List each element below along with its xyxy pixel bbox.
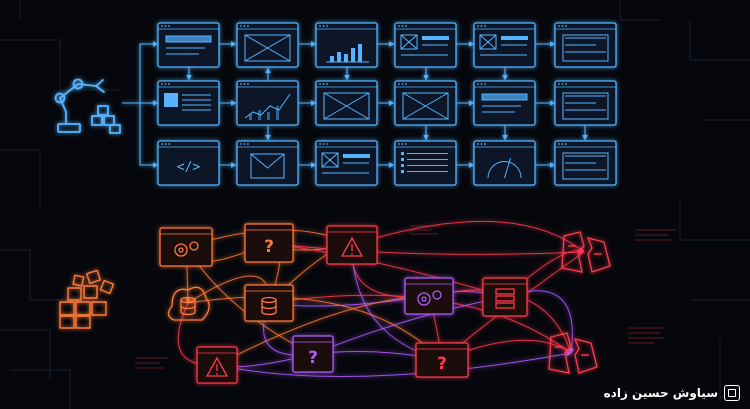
- top-node-table-window: [394, 140, 457, 186]
- connector: [268, 242, 585, 255]
- top-node-image-form-window: [315, 140, 378, 186]
- top-flow-connectors: [122, 41, 588, 168]
- database-window-icon: [244, 284, 294, 322]
- connector: [312, 295, 506, 355]
- top-node-form-window: [473, 80, 536, 126]
- list-window-icon: [562, 152, 609, 180]
- top-nodes: </>: [157, 22, 617, 186]
- database-cloud-icon: [167, 286, 210, 321]
- connector: [351, 220, 585, 253]
- line-chart-window-icon: [244, 93, 291, 120]
- image-form-window-icon: [479, 34, 528, 56]
- bottom-nodes: ???: [159, 223, 611, 384]
- bottom-node-warning-window: [196, 346, 238, 384]
- top-node-mail-window: [236, 140, 299, 186]
- top-node-bar-chart-window: [315, 22, 378, 68]
- form-window-icon: [165, 35, 212, 55]
- scattered-boxes-icon: [59, 269, 115, 329]
- brand-chip-icon: [724, 385, 740, 401]
- bottom-node-gears-window: [404, 277, 454, 315]
- top-node-image-window: [315, 80, 378, 126]
- bottom-node-database-window: [244, 284, 294, 322]
- bar-chart-window-icon: [326, 44, 369, 63]
- top-node-gauge-window: [473, 140, 536, 186]
- image-window-icon: [323, 92, 370, 120]
- image-form-window-icon: [400, 34, 449, 56]
- robot-arm-icon: [54, 78, 121, 134]
- bottom-node-broken-page: [548, 332, 598, 374]
- connector: [187, 296, 443, 361]
- top-node-text-window: [157, 80, 220, 126]
- bottom-node-server-window: [482, 277, 528, 317]
- server-window-icon: [482, 277, 528, 317]
- bottom-node-question-window: ?: [244, 223, 294, 263]
- gears-window-icon: [159, 227, 213, 267]
- warning-window-icon: [326, 225, 378, 265]
- question-window-icon: ?: [415, 342, 469, 378]
- question-glyph: ?: [308, 348, 318, 368]
- top-node-list-window: [554, 80, 617, 126]
- broken-page-icon: [561, 231, 611, 273]
- image-form-window-icon: [321, 152, 370, 174]
- top-node-image-form-window: [473, 22, 536, 68]
- bottom-node-broken-page: [561, 231, 611, 273]
- bottom-node-gears-window: [159, 227, 213, 267]
- question-window-icon: ?: [292, 335, 334, 373]
- warning-window-icon: [196, 346, 238, 384]
- list-window-icon: [562, 34, 609, 62]
- top-node-line-chart-window: [236, 80, 299, 126]
- bottom-node-question-window: ?: [415, 342, 469, 378]
- bottom-node-database-cloud: [167, 286, 210, 321]
- bottom-node-warning-window: [326, 225, 378, 265]
- top-node-image-window: [394, 80, 457, 126]
- top-node-image-form-window: [394, 22, 457, 68]
- top-node-image-window: [236, 22, 299, 68]
- text-window-icon: [164, 93, 211, 111]
- top-node-list-window: [554, 140, 617, 186]
- top-node-form-window: [157, 22, 220, 68]
- connector: [268, 242, 506, 299]
- image-window-icon: [402, 92, 449, 120]
- annotation-scribbles: [135, 225, 676, 369]
- broken-page-icon: [548, 332, 598, 374]
- brand-watermark: سیاوش حسین زاده: [604, 385, 740, 401]
- image-window-icon: [244, 34, 291, 62]
- code-glyph: </>: [177, 160, 201, 175]
- form-window-icon: [481, 93, 528, 113]
- top-node-code-window: </>: [157, 140, 220, 186]
- question-window-icon: ?: [244, 223, 294, 263]
- code-window-icon: </>: [177, 160, 201, 175]
- mail-window-icon: [250, 153, 285, 179]
- question-glyph: ?: [264, 237, 274, 257]
- bottom-node-question-window: ?: [292, 335, 334, 373]
- gauge-window-icon: [487, 157, 522, 179]
- list-window-icon: [562, 92, 609, 120]
- brand-text: سیاوش حسین زاده: [603, 386, 718, 400]
- top-node-list-window: [554, 22, 617, 68]
- table-window-icon: [401, 152, 448, 173]
- gears-window-icon: [404, 277, 454, 315]
- question-glyph: ?: [437, 354, 447, 374]
- connector: [216, 351, 572, 378]
